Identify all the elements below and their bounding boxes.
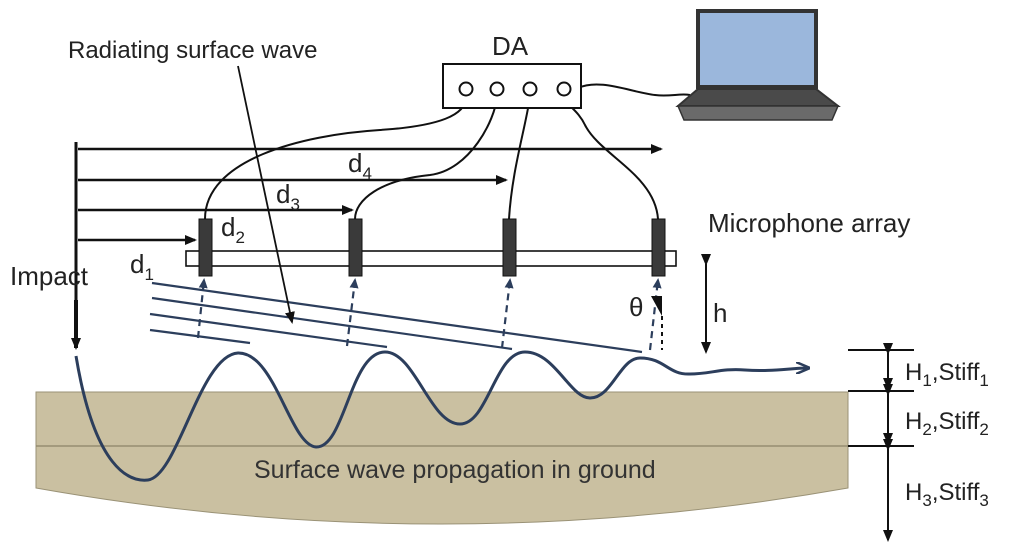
- ground-propagation-label: Surface wave propagation in ground: [254, 456, 656, 484]
- propagation-arrow: [345, 278, 359, 347]
- data-acquisition-box: DA: [442, 31, 582, 109]
- cable: [563, 96, 659, 220]
- angle-marker: θ: [629, 292, 663, 350]
- ground: [35, 391, 849, 525]
- microphone-icon: [502, 218, 517, 277]
- microphone-icon: [198, 218, 213, 277]
- cable: [508, 96, 531, 220]
- laptop-icon: [675, 9, 841, 121]
- da-input-port: [489, 81, 505, 97]
- d1-label: d1: [130, 249, 154, 284]
- propagation-arrows: [196, 278, 662, 351]
- cable: [204, 96, 467, 220]
- radiating-wave-label: Radiating surface wave: [68, 37, 317, 64]
- da-input-port: [522, 81, 538, 97]
- cable: [354, 96, 498, 220]
- da-input-port: [556, 81, 572, 97]
- layer1-label: H1,Stiff1: [905, 359, 989, 390]
- layer3-label: H3,Stiff3: [905, 479, 989, 510]
- propagation-arrow: [196, 278, 208, 339]
- ground-wave: [74, 350, 808, 482]
- wavefront-line: [149, 328, 251, 345]
- d4-label: d4: [348, 148, 372, 183]
- propagation-arrow: [648, 278, 662, 351]
- ground-body: [35, 391, 849, 525]
- height-label: h: [713, 298, 727, 328]
- laptop-base: [675, 88, 841, 107]
- radiating-wavefronts: [149, 281, 643, 354]
- da-label: DA: [492, 31, 529, 61]
- distance-arrows: [78, 144, 663, 245]
- microphone-icon: [348, 218, 363, 277]
- microphone-array: [198, 218, 666, 277]
- laptop-screen: [696, 9, 818, 89]
- d3-label: d3: [276, 179, 300, 214]
- d2-label: d2: [221, 212, 245, 247]
- radiating-wave-pointer: [237, 65, 295, 324]
- da-input-port: [458, 81, 474, 97]
- wavefront-line: [151, 296, 513, 351]
- microphone-array-label: Microphone array: [708, 208, 910, 238]
- wavefront-line: [151, 281, 643, 354]
- layer-markers: [848, 343, 914, 542]
- microphone-mount-bar: [185, 250, 677, 267]
- microphone-icon: [651, 218, 666, 277]
- propagation-arrow: [500, 278, 514, 349]
- impact-label: Impact: [10, 261, 89, 291]
- laptop-base-shadow: [676, 105, 840, 121]
- wavefront-line: [149, 312, 388, 349]
- angle-label: θ: [629, 292, 643, 322]
- layer2-label: H2,Stiff2: [905, 408, 989, 439]
- cable: [577, 83, 691, 97]
